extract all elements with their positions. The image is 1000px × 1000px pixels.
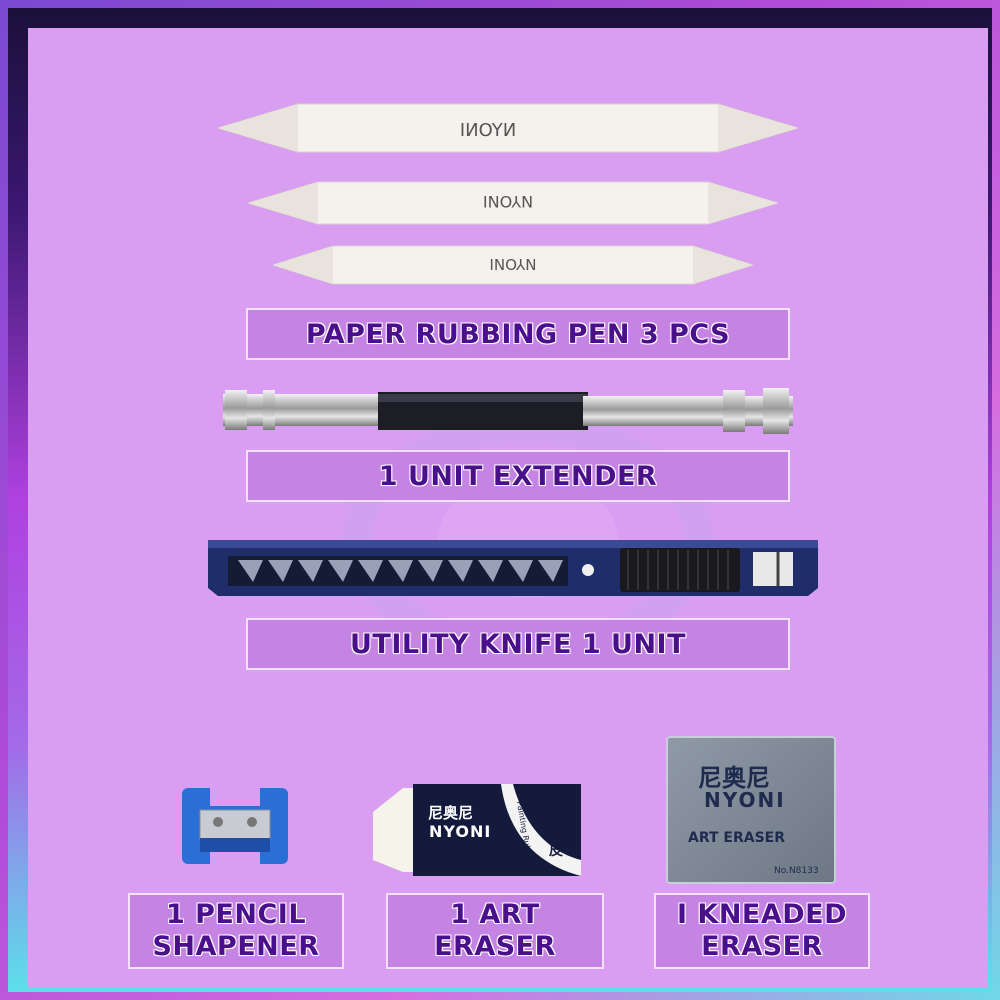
pencil-extender — [223, 388, 793, 434]
kneaded-eraser: 尼奥尼 NYONI ART ERASER No.N8133 — [666, 736, 836, 884]
utility-knife — [208, 540, 818, 596]
rubbing-pen-brand-1: NYONI — [460, 120, 516, 141]
art-eraser-brand-cn: 尼奥尼 — [428, 804, 474, 822]
art-eraser-brand: NYONI — [429, 822, 492, 841]
knife-label: UTILITY KNIFE 1 UNIT — [246, 618, 790, 670]
sharpener-label: 1 PENCIL SHAPENER — [128, 893, 344, 969]
gradient-frame: NYONI NYONI NYONI PAPER RUBBING PEN 3 PC… — [8, 8, 992, 992]
kneaded-eraser-brand-cn: 尼奥尼 — [698, 764, 770, 792]
kneaded-eraser-product-name: ART ERASER — [688, 830, 786, 846]
extender-label: 1 UNIT EXTENDER — [246, 450, 790, 502]
kneaded-eraser-model: No.N8133 — [774, 866, 819, 876]
kneaded-eraser-brand: NYONI — [704, 788, 786, 812]
art-eraser: 尼奥尼 NYONI 绘画橡皮 Painting Rubber — [373, 780, 583, 880]
product-panel: NYONI NYONI NYONI PAPER RUBBING PEN 3 PC… — [28, 28, 988, 988]
art-eraser-side-cn: 绘画橡皮 — [549, 792, 563, 859]
kneaded-eraser-label: I KNEADED ERASER — [654, 893, 870, 969]
pencil-sharpener — [182, 786, 288, 866]
rubbing-pen-brand-2: NYONI — [483, 192, 533, 211]
rubbing-pen-2: NYONI — [248, 181, 778, 225]
rubbing-pen-3: NYONI — [273, 245, 753, 285]
rubbing-pen-1: NYONI — [218, 103, 798, 153]
art-eraser-body — [373, 784, 581, 876]
rubbing-pen-brand-3: NYONI — [489, 255, 536, 273]
art-eraser-label: 1 ART ERASER — [386, 893, 604, 969]
rubbing-pen-label: PAPER RUBBING PEN 3 PCS — [246, 308, 790, 360]
